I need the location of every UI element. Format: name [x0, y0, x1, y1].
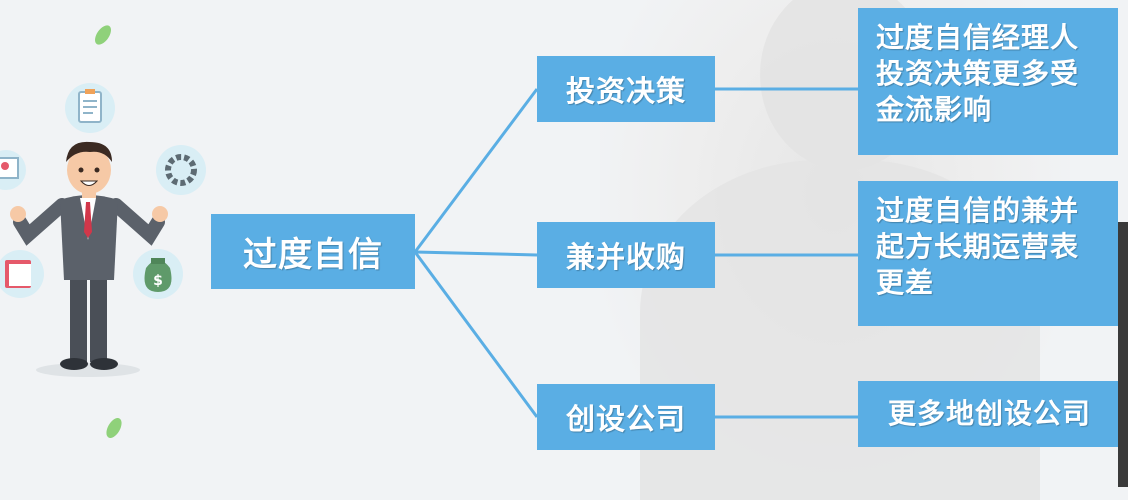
detail-node-merger: 过度自信的兼并 起方长期运营表 更差 [858, 181, 1118, 326]
connector-root-to-branch-2 [415, 252, 537, 255]
root-node: 过度自信 [211, 214, 415, 289]
presentation-icon [0, 150, 26, 190]
branch-node-investment: 投资决策 [537, 56, 715, 122]
detail-node-startup: 更多地创设公司 [858, 381, 1118, 447]
connector-root-to-branch-1 [415, 89, 537, 252]
svg-text:$: $ [153, 273, 163, 289]
right-edge-top [1118, 0, 1128, 222]
right-edge-frame [1118, 222, 1128, 487]
book-icon [0, 250, 44, 298]
branch-node-merger: 兼并收购 [537, 222, 715, 288]
gear-icon [156, 145, 206, 195]
branch-node-startup: 创设公司 [537, 384, 715, 450]
money-bag-icon: $ [133, 249, 183, 299]
detail-node-investment: 过度自信经理人 投资决策更多受 金流影响 [858, 8, 1118, 155]
connector-root-to-branch-3 [415, 252, 537, 417]
clipboard-icon [65, 83, 115, 133]
illustration-area: $ [0, 0, 220, 487]
